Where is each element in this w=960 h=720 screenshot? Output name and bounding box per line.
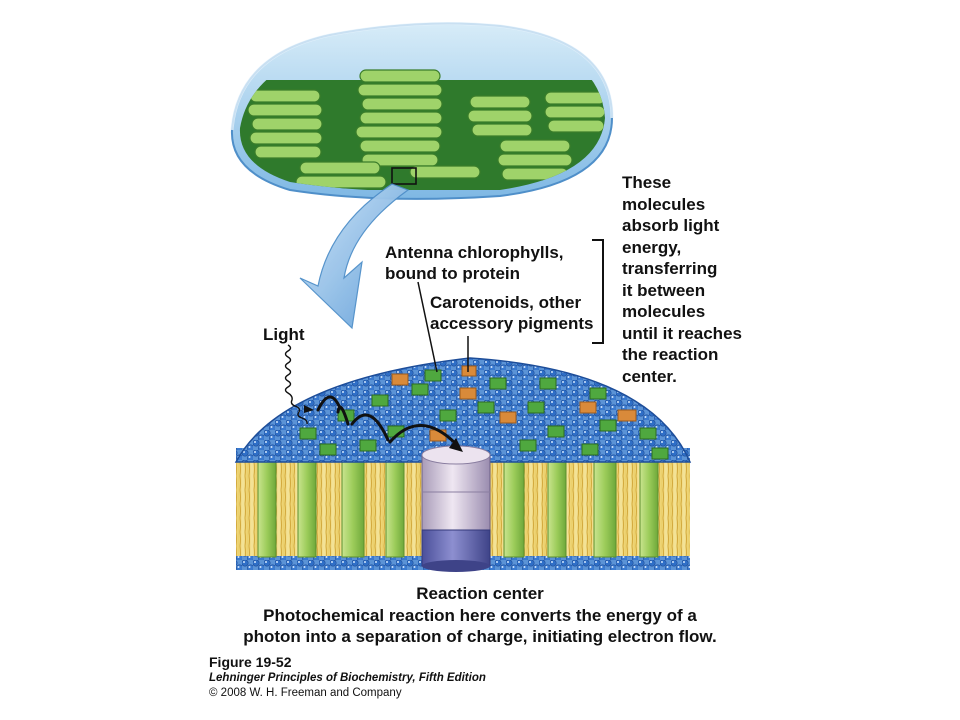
grana-stacks [239, 69, 605, 190]
antenna-chlorophylls-label: Antenna chlorophylls, bound to protein [385, 243, 564, 283]
zoom-arrow [299, 183, 410, 330]
reaction-description: Photochemical reaction here converts the… [243, 606, 717, 646]
chloroplast [230, 21, 614, 200]
antenna-dome [234, 357, 692, 463]
book-title: Lehninger Principles of Biochemistry, Fi… [209, 672, 486, 684]
bracket [592, 239, 604, 344]
transfer-arrowhead [449, 438, 463, 452]
light-squiggle [284, 344, 308, 425]
membrane-proteins [257, 454, 659, 558]
light-absorption-note: These molecules absorb light energy, tra… [622, 173, 742, 386]
reaction-center-label: Reaction center [416, 584, 544, 603]
chlorophyll-squares [299, 369, 669, 460]
zoom-region-box [391, 167, 417, 185]
figure-number: Figure 19-52 [209, 654, 292, 670]
reaction-center-complex [421, 445, 491, 572]
carotenoid-squares [391, 365, 637, 442]
carotenoids-label: Carotenoids, other accessory pigments [430, 293, 594, 333]
copyright-notice: © 2008 W. H. Freeman and Company [209, 687, 402, 699]
antenna-pointer [417, 281, 438, 373]
light-label: Light [263, 325, 305, 344]
energy-transfer-arrows [316, 395, 458, 446]
